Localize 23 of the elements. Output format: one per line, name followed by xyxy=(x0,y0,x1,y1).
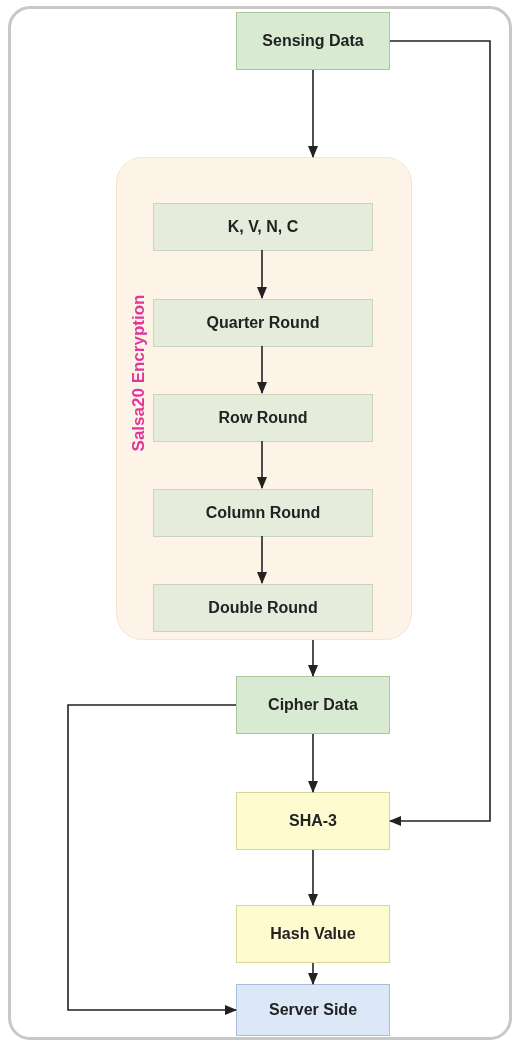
process-box: Sensing Data xyxy=(236,12,390,70)
process-box: Hash Value xyxy=(236,905,390,963)
arrow xyxy=(308,639,318,677)
process-box: Quarter Round xyxy=(153,299,373,347)
arrow xyxy=(308,962,318,985)
process-box: Row Round xyxy=(153,394,373,442)
arrow xyxy=(257,535,267,584)
process-box: Cipher Data xyxy=(236,676,390,734)
process-box: Double Round xyxy=(153,584,373,632)
arrow xyxy=(308,733,318,793)
process-box: Server Side xyxy=(236,984,390,1036)
arrow xyxy=(389,40,491,826)
arrow xyxy=(257,440,267,489)
arrow xyxy=(67,704,237,1015)
arrow xyxy=(308,849,318,906)
group-panel xyxy=(116,157,412,640)
arrow xyxy=(257,345,267,394)
arrow xyxy=(257,249,267,299)
process-box: SHA-3 xyxy=(236,792,390,850)
process-box: Column Round xyxy=(153,489,373,537)
group-label: Salsa20 Encryption xyxy=(129,293,149,453)
arrow xyxy=(308,69,318,158)
process-box: K, V, N, C xyxy=(153,203,373,251)
